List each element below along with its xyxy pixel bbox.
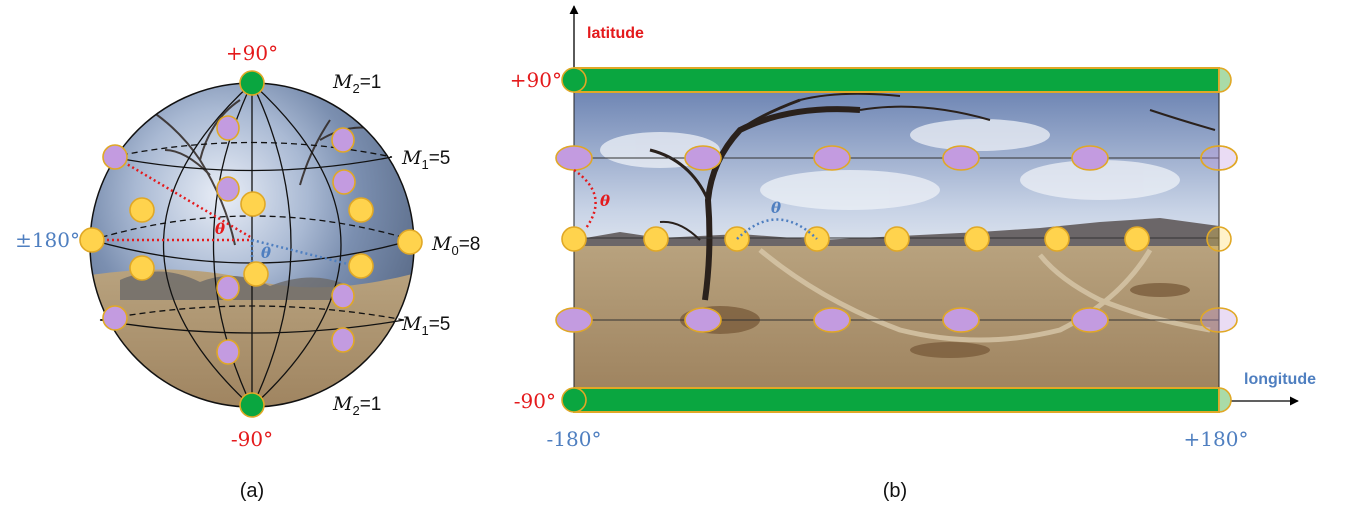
theta-blue-a: θ: [261, 244, 271, 262]
theta-blue-b: θ: [771, 199, 781, 217]
ring-label-m0: M0=8: [431, 233, 480, 258]
yellow-nodes-a: [79, 191, 423, 287]
bottom-latitude-a: -90°: [231, 427, 273, 451]
longitude-edge-a: ±180°: [15, 228, 80, 252]
theta-lines-a: [92, 155, 353, 275]
green-bands-b: [561, 67, 1232, 413]
longitude-meridians: [163, 82, 342, 408]
yellow-nodes-b: [561, 226, 1150, 252]
ring-labels: M2=1 M1=5 M0=8 M1=5 M2=1: [332, 71, 480, 418]
ring-label-m2-top: M2=1: [332, 71, 381, 96]
left-longitude-b: -180°: [547, 427, 602, 451]
purple-nodes-a: [102, 115, 356, 365]
sphere-image: [90, 83, 414, 407]
y-axis-label: latitude: [587, 25, 644, 42]
panel-label-a: (a): [240, 480, 264, 502]
ring-label-m2-bottom: M2=1: [332, 393, 381, 418]
theta-arc-blue-b: [736, 218, 818, 240]
top-latitude-a: +90°: [226, 41, 278, 65]
bottom-latitude-b: -90°: [514, 389, 556, 413]
panel-b: latitude longitude: [510, 5, 1316, 502]
panel-a: θ θ: [15, 41, 480, 502]
purple-wrap-nodes-b: [1200, 145, 1238, 333]
ring-label-m1-top: M1=5: [401, 147, 450, 172]
panel-label-b: (b): [883, 480, 907, 502]
ring-label-m1-bottom: M1=5: [401, 313, 450, 338]
yellow-wrap-node-b: [1206, 226, 1232, 252]
top-latitude-b: +90°: [510, 68, 562, 92]
theta-red-a: θ: [215, 220, 225, 238]
green-poles-a: [239, 70, 265, 418]
theta-arc-red-b: [573, 168, 597, 229]
right-longitude-b: +180°: [1184, 427, 1249, 451]
x-axis-label: longitude: [1244, 371, 1316, 388]
theta-red-b: θ: [600, 192, 610, 210]
purple-nodes-b: [555, 145, 1109, 333]
